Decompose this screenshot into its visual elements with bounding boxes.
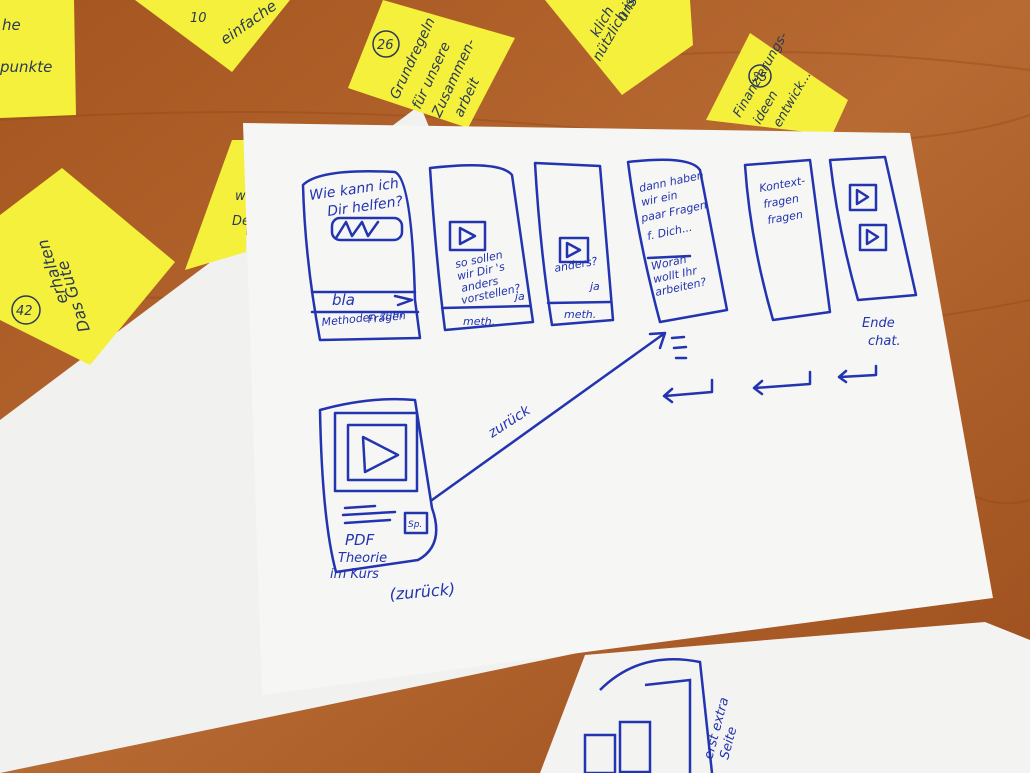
screen-5-text-3: fragen [766,208,804,227]
sticky-note-1: he punkte [0,0,76,118]
screen-5-text-2: fragen [762,192,800,211]
svg-text:35: 35 [752,70,767,84]
screen-1-frame [301,169,422,342]
screen-6-frame [828,155,918,302]
sticky-note-26: 26 Grundregeln für unsere Zusammen- arbe… [348,0,515,128]
svg-text:De: De [232,214,250,229]
svg-text:42: 42 [16,304,33,319]
screen-3-ja: ja [588,280,600,293]
svg-text:he: he [2,16,21,34]
sketch-drawings [301,155,918,574]
svg-text:w: w [235,189,246,204]
screen-3-footer: meth. [564,308,596,321]
screen-2-ja: ja [513,290,525,303]
bottom-sheet-sketch [583,658,714,773]
back-arrow-3 [837,364,878,384]
screen-5-frame [743,158,832,322]
video-label-1: PDF [345,531,375,549]
sticky-note-42: 42 Das Gute erhalten [0,168,175,365]
video-label-3: im Kurs [330,567,379,582]
screen-1-footer-2: Fragen [367,309,406,326]
svg-text:punkte: punkte [0,58,52,76]
sticky-note-partial: w De [185,140,250,270]
sketch-paper-sheet [243,123,993,695]
back-arrow-2 [752,370,812,396]
screen-3-frame [533,161,615,327]
svg-text:26: 26 [377,38,394,53]
video-screen-frame [318,397,438,574]
video-label-2: Theorie [338,551,387,566]
screen-4-frame [626,158,729,324]
screen-2-frame [428,164,535,332]
svg-text:10: 10 [190,11,207,26]
sticky-note-top-right: uns klich nützlich ist [545,0,693,95]
video-sp: Sp. [408,520,422,530]
back-arrow-1 [662,378,714,404]
screen-6-label-2: chat. [868,334,901,349]
screen-6-label-1: Ende [862,316,895,331]
screen-1-input-wave [330,216,404,242]
long-arrow [430,331,667,502]
screen-2-footer: meth. [463,315,495,328]
screen-1-input: bla [332,291,355,309]
